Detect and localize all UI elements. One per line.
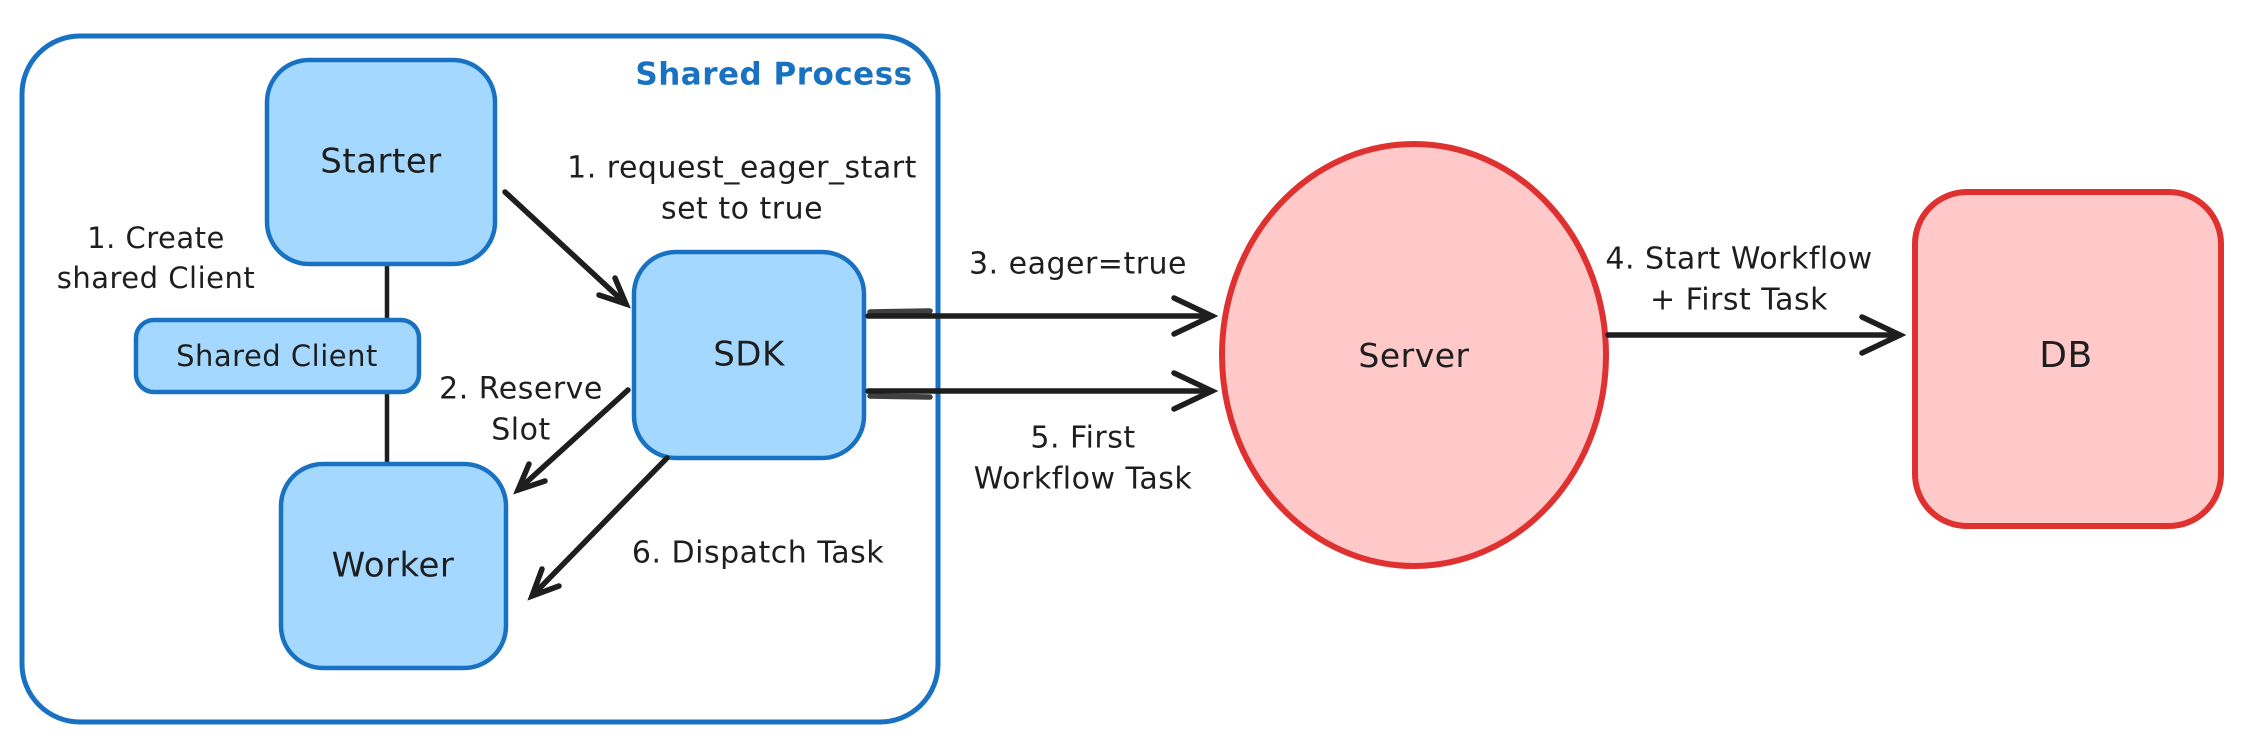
annotation-dispatch-task: 6. Dispatch Task bbox=[631, 535, 885, 571]
starter-box bbox=[264, 57, 498, 267]
annotation-start-workflow: 4. Start Workflow + First Task bbox=[1605, 241, 1873, 318]
sdk-box bbox=[631, 249, 867, 461]
annotation-create-shared-client: 1. Create shared Client bbox=[56, 220, 256, 295]
annotation-eager-true: 3. eager=true bbox=[968, 246, 1188, 282]
annotation-request-eager-start: 1. request_eager_start set to true bbox=[567, 150, 917, 227]
arrow-sdk-to-server-first-task bbox=[865, 370, 1219, 412]
db-label: DB bbox=[2039, 335, 2093, 377]
sdk-label: SDK bbox=[713, 334, 785, 375]
starter-label: Starter bbox=[320, 141, 442, 182]
shared-process-title: Shared Process bbox=[635, 56, 913, 93]
worker-label: Worker bbox=[331, 545, 455, 586]
arrow-sdk-to-worker-dispatch bbox=[527, 455, 670, 601]
shared-client-label: Shared Client bbox=[176, 338, 378, 373]
arrow-sdk-to-worker-reserve bbox=[513, 387, 631, 495]
arrow-starter-to-sdk bbox=[502, 189, 631, 309]
db-box bbox=[1912, 189, 2224, 529]
annotation-reserve-slot: 2. Reserve Slot bbox=[439, 371, 603, 448]
shared-client-box bbox=[133, 317, 422, 395]
server-ellipse bbox=[1219, 141, 1609, 569]
arrow-server-to-db bbox=[1605, 314, 1907, 356]
annotation-first-workflow-task: 5. First Workflow Task bbox=[973, 420, 1193, 497]
server-label: Server bbox=[1358, 336, 1470, 376]
worker-box bbox=[278, 461, 509, 671]
shared-process-container bbox=[19, 33, 941, 725]
arrow-sdk-to-server-eager bbox=[865, 295, 1219, 337]
